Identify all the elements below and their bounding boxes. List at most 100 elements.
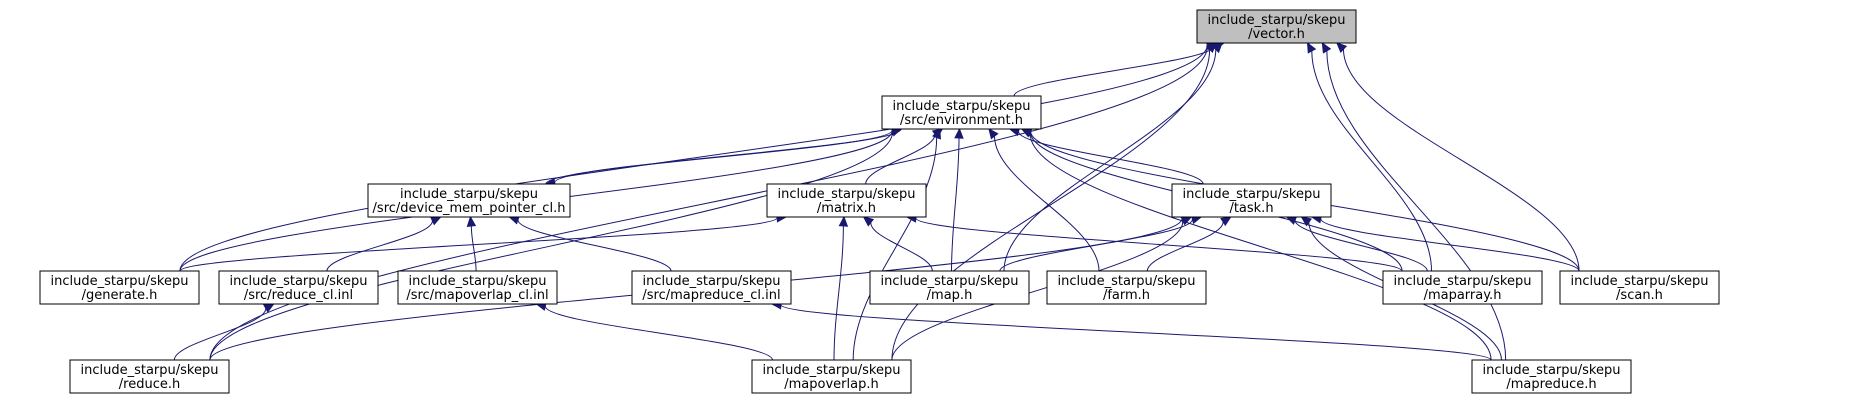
node-label-line1: include_starpu/skepu (1571, 274, 1709, 289)
node-farm[interactable]: include_starpu/skepu/farm.h (1046, 270, 1207, 305)
nodes-layer: include_starpu/skepu/vector.hinclude_sta… (39, 9, 1720, 394)
node-box (881, 95, 1042, 130)
edge-arrowhead (838, 215, 849, 227)
node-box (397, 270, 558, 305)
node-label-line2: /src/mapreduce_cl.inl (642, 288, 780, 303)
edge-arrowhead (1285, 215, 1298, 225)
edge-line (1320, 218, 1580, 272)
edge-line (891, 49, 1211, 361)
edge-arrowhead (1321, 41, 1332, 54)
edge-mapoverlap-to-mapoverlap_cl (535, 301, 773, 361)
node-label-line2: /map.h (927, 288, 973, 303)
node-label-line1: include_starpu/skepu (1183, 187, 1321, 202)
node-task[interactable]: include_starpu/skepu/task.h (1171, 183, 1332, 218)
node-label-line1: include_starpu/skepu (1394, 274, 1532, 289)
edge-farm-to-task (1146, 216, 1232, 272)
edge-arrowhead (1300, 216, 1313, 227)
node-reduce[interactable]: include_starpu/skepu/reduce.h (69, 359, 230, 394)
edge-line (209, 131, 894, 361)
node-label-line1: include_starpu/skepu (81, 363, 219, 378)
node-maparray[interactable]: include_starpu/skepu/maparray.h (1382, 270, 1543, 305)
node-environment[interactable]: include_starpu/skepu/src/environment.h (881, 95, 1042, 130)
node-label-line1: include_starpu/skepu (230, 274, 368, 289)
edge-line (994, 136, 1100, 272)
edge-line (1311, 50, 1432, 272)
edge-arrowhead (954, 127, 964, 139)
node-label-line1: include_starpu/skepu (1208, 13, 1346, 28)
node-box (1196, 9, 1357, 44)
node-label-line2: /mapoverlap.h (784, 377, 878, 392)
edge-line (865, 134, 936, 185)
node-matrix[interactable]: include_starpu/skepu/matrix.h (766, 183, 927, 218)
edge-line (179, 44, 1208, 272)
edge-line (833, 225, 844, 361)
edge-mapreduce-to-mapreduce_cl (770, 299, 1492, 361)
edge-line (173, 308, 267, 361)
edge-mapoverlap-to-vector (891, 42, 1217, 361)
edge-line (951, 137, 960, 272)
node-box (69, 359, 230, 394)
node-label-line2: /src/mapoverlap_cl.inl (406, 288, 548, 303)
node-box (218, 270, 379, 305)
edge-reduce-to-reduce_cl (173, 303, 275, 361)
node-box (1471, 359, 1632, 394)
node-mapreduce[interactable]: include_starpu/skepu/mapreduce.h (1471, 359, 1632, 394)
node-label-line2: /farm.h (1103, 288, 1150, 303)
node-mapreduce-cl[interactable]: include_starpu/skepu/src/mapreduce_cl.in… (631, 270, 792, 305)
edge-arrowhead (988, 128, 999, 140)
node-label-line2: /vector.h (1248, 27, 1305, 42)
edge-arrowhead (1336, 42, 1348, 53)
node-label-line1: include_starpu/skepu (763, 363, 901, 378)
edge-arrowhead (932, 127, 941, 140)
node-map[interactable]: include_starpu/skepu/map.h (869, 270, 1030, 305)
node-generate[interactable]: include_starpu/skepu/generate.h (39, 270, 200, 305)
edge-arrowhead (1220, 216, 1232, 227)
edge-map-to-vector (1003, 42, 1223, 272)
edge-line (470, 225, 477, 272)
edge-generate-to-vector (179, 40, 1218, 272)
node-label-line1: include_starpu/skepu (409, 274, 547, 289)
node-label-line2: /maparray.h (1424, 288, 1502, 303)
node-mapoverlap[interactable]: include_starpu/skepu/mapoverlap.h (751, 359, 912, 394)
node-box (367, 183, 571, 218)
edge-line (870, 222, 933, 272)
node-box (39, 270, 200, 305)
edge-line (1342, 49, 1580, 272)
node-label-line2: /scan.h (1616, 288, 1663, 303)
node-label-line2: /matrix.h (817, 201, 876, 216)
node-box (751, 359, 912, 394)
node-label-line2: /reduce.h (119, 377, 180, 392)
node-label-line1: include_starpu/skepu (893, 99, 1031, 114)
node-label-line1: include_starpu/skepu (1483, 363, 1621, 378)
node-device-mem[interactable]: include_starpu/skepu/src/device_mem_poin… (367, 183, 571, 218)
edge-line (517, 219, 672, 272)
edge-line (179, 217, 778, 272)
node-scan[interactable]: include_starpu/skepu/scan.h (1559, 270, 1720, 305)
edge-line (544, 305, 773, 361)
node-label-line2: /src/reduce_cl.inl (244, 288, 353, 303)
node-label-line1: include_starpu/skepu (1058, 274, 1196, 289)
node-label-line2: /generate.h (82, 288, 158, 303)
edge-line (1294, 220, 1428, 272)
edge-arrowhead (466, 215, 477, 227)
node-mapoverlap-cl[interactable]: include_starpu/skepu/src/mapoverlap_cl.i… (397, 270, 558, 305)
edge-reduce-to-vector (209, 41, 1218, 361)
edge-line (915, 217, 1403, 272)
edge-line (1013, 44, 1216, 97)
edge-mapoverlap_cl-to-device_mem (466, 215, 477, 272)
edge-line (209, 45, 1208, 361)
edge-mapoverlap-to-matrix (833, 215, 849, 361)
node-vector[interactable]: include_starpu/skepu/vector.h (1196, 9, 1357, 44)
edge-maparray-to-matrix (905, 213, 1403, 272)
node-reduce-cl[interactable]: include_starpu/skepu/src/reduce_cl.inl (218, 270, 379, 305)
edge-line (1003, 49, 1217, 272)
edge-line (852, 137, 938, 361)
node-label-line1: include_starpu/skepu (400, 187, 538, 202)
edge-task-to-environment (1008, 127, 1204, 185)
node-box (766, 183, 927, 218)
node-box (1559, 270, 1720, 305)
edge-reduce-to-environment (209, 127, 903, 361)
edge-line (891, 220, 1184, 361)
node-box (1046, 270, 1207, 305)
